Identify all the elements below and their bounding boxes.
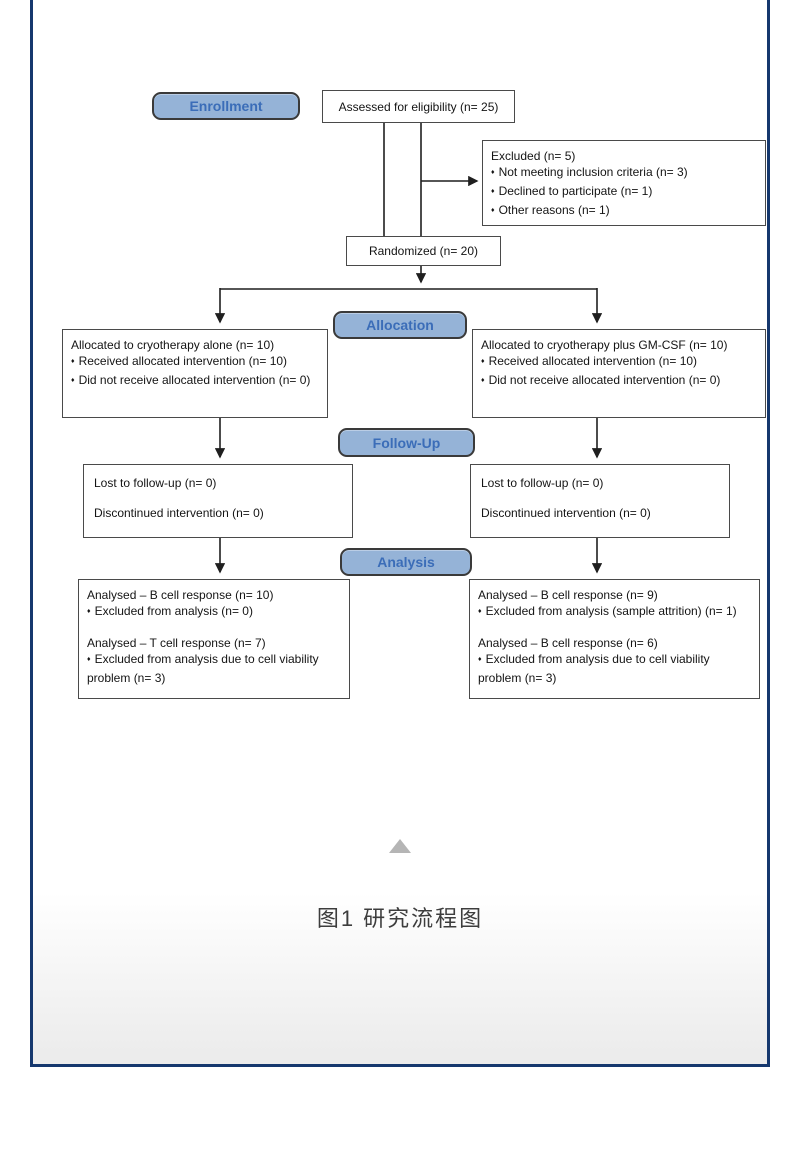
analysis-group: Analysed – B cell response (n= 9) ♦Exclu… bbox=[478, 587, 751, 622]
bullet-icon: ♦ bbox=[491, 207, 495, 214]
allocation-right-title: Allocated to cryotherapy plus GM-CSF (n=… bbox=[481, 338, 728, 352]
allocation-left-title: Allocated to cryotherapy alone (n= 10) bbox=[71, 338, 275, 352]
analysis-group: Analysed – B cell response (n= 6) ♦Exclu… bbox=[478, 635, 751, 686]
bullet-icon: ♦ bbox=[71, 377, 75, 384]
bullet-icon: ♦ bbox=[71, 358, 75, 365]
followup-left-box: Lost to follow-up (n= 0) Discontinued in… bbox=[83, 464, 353, 538]
bullet-item: ♦Excluded from analysis due to cell viab… bbox=[87, 652, 319, 685]
bullet-item: ♦Did not receive allocated intervention … bbox=[71, 373, 311, 387]
randomized-box: Randomized (n= 20) bbox=[346, 236, 501, 266]
bullet-item: ♦Other reasons (n= 1) bbox=[491, 203, 610, 217]
stage-label-allocation: Allocation bbox=[333, 311, 467, 339]
bullet-icon: ♦ bbox=[478, 656, 482, 663]
bullet-icon: ♦ bbox=[87, 608, 91, 615]
analysis-left-box: Analysed – B cell response (n= 10) ♦Excl… bbox=[78, 579, 350, 699]
stage-label-followup: Follow-Up bbox=[338, 428, 475, 457]
figure-caption: 图1 研究流程图 bbox=[316, 906, 484, 931]
bullet-item: ♦Received allocated intervention (n= 10) bbox=[481, 354, 698, 368]
bullet-icon: ♦ bbox=[478, 608, 482, 615]
analysis-group: Analysed – B cell response (n= 10) ♦Excl… bbox=[87, 587, 341, 622]
bullet-item: ♦Not meeting inclusion criteria (n= 3) bbox=[491, 165, 688, 179]
bullet-item: ♦Excluded from analysis (n= 0) bbox=[87, 604, 253, 618]
bullet-icon: ♦ bbox=[481, 377, 485, 384]
bullet-item: ♦Declined to participate (n= 1) bbox=[491, 184, 653, 198]
analysis-group: Analysed – T cell response (n= 7) ♦Exclu… bbox=[87, 635, 341, 686]
followup-right-box: Lost to follow-up (n= 0) Discontinued in… bbox=[470, 464, 730, 538]
analysis-right-box: Analysed – B cell response (n= 9) ♦Exclu… bbox=[469, 579, 760, 699]
allocation-left-box: Allocated to cryotherapy alone (n= 10) ♦… bbox=[62, 329, 328, 418]
excluded-box: Excluded (n= 5) ♦Not meeting inclusion c… bbox=[482, 140, 766, 226]
allocation-right-box: Allocated to cryotherapy plus GM-CSF (n=… bbox=[472, 329, 766, 418]
assessed-box: Assessed for eligibility (n= 25) bbox=[322, 90, 515, 123]
stage-label-enrollment: Enrollment bbox=[152, 92, 300, 120]
bullet-item: ♦Received allocated intervention (n= 10) bbox=[71, 354, 288, 368]
bullet-item: ♦Excluded from analysis (sample attritio… bbox=[478, 604, 737, 618]
bullet-icon: ♦ bbox=[491, 169, 495, 176]
stage-label-analysis: Analysis bbox=[340, 548, 472, 576]
bullet-icon: ♦ bbox=[481, 358, 485, 365]
bullet-icon: ♦ bbox=[491, 188, 495, 195]
excluded-title: Excluded (n= 5) bbox=[491, 149, 576, 163]
collapse-triangle-icon[interactable] bbox=[389, 839, 411, 853]
bullet-icon: ♦ bbox=[87, 656, 91, 663]
bullet-item: ♦Excluded from analysis due to cell viab… bbox=[478, 652, 710, 685]
bullet-item: ♦Did not receive allocated intervention … bbox=[481, 373, 721, 387]
